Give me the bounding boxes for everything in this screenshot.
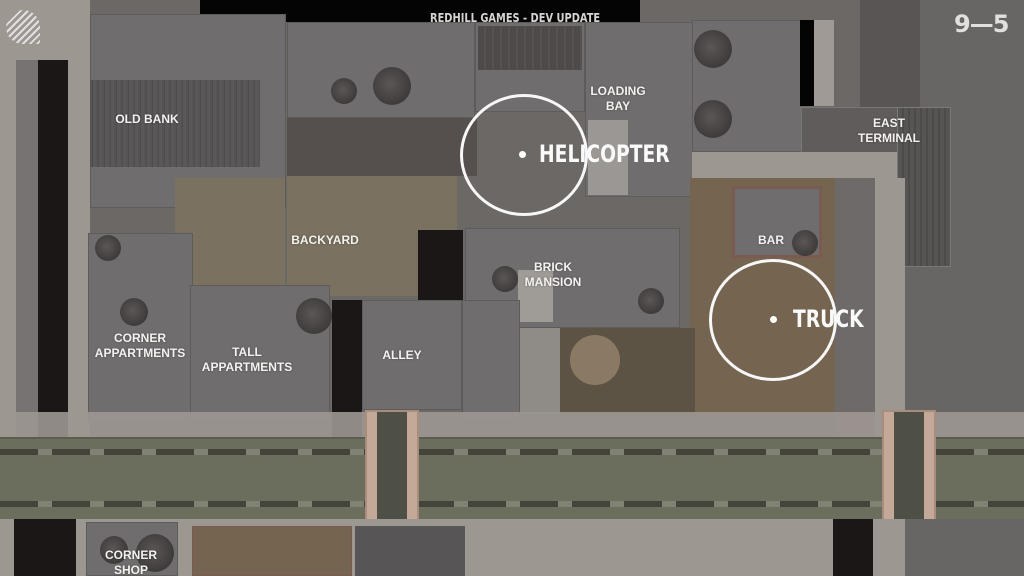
- east-terminal-shed: [897, 107, 951, 267]
- building-top-stripes: [478, 26, 582, 70]
- area-label-loading-bay: LOADING BAY: [590, 84, 645, 114]
- corner-appartments-line2: APPARTMENTS: [94, 346, 186, 360]
- corner-appartments-building: [88, 233, 193, 423]
- south-road-east: [833, 519, 873, 576]
- area-label-backyard: BACKYARD: [291, 233, 359, 247]
- pad-light: [814, 20, 834, 106]
- shop-tank-2: [136, 534, 174, 572]
- road-west-lane: [16, 60, 38, 437]
- void-top: [200, 0, 640, 22]
- silo-tank: [694, 30, 732, 68]
- rooftop-tank: [331, 78, 357, 104]
- mansion-tank: [492, 266, 518, 292]
- south-road-west: [14, 519, 76, 576]
- alley-building: [362, 300, 462, 410]
- road-west: [38, 60, 68, 437]
- helicopter-marker-ring[interactable]: [460, 94, 588, 216]
- old-bank-roof-panels: [90, 80, 260, 167]
- area-label-corner-appartments: CORNER APPARTMENTS: [95, 331, 185, 361]
- building-top-roof-dark: [287, 118, 477, 176]
- corner-tank-2: [120, 298, 148, 326]
- truck-marker-ring[interactable]: [709, 259, 837, 381]
- truck-marker-dot[interactable]: [770, 316, 777, 323]
- corner-shop-line2: SHOP: [113, 563, 149, 576]
- area-label-bar: BAR: [758, 233, 784, 247]
- bridge-tower-west: [365, 410, 419, 540]
- loading-bay-line1: LOADING: [590, 84, 646, 98]
- mansion-tank-2: [638, 288, 664, 314]
- rooftop-tank: [373, 67, 411, 105]
- marker-label-helicopter: HELICOPTER: [539, 140, 670, 168]
- area-label-tall-appartments: TALL APPARTMENTS: [202, 345, 292, 375]
- corner-appartments-line1: CORNER: [113, 331, 167, 345]
- shop-tank: [100, 536, 128, 564]
- alley-building-east: [462, 300, 520, 420]
- area-label-old-bank: OLD BANK: [115, 112, 179, 126]
- page-title: REDHILL GAMES - DEV UPDATE: [430, 11, 601, 25]
- south-road-north-side: [0, 412, 1024, 437]
- corner-shop-line1: CORNER: [104, 548, 158, 562]
- marker-label-truck: TRUCK: [793, 305, 864, 333]
- loading-bay-line2: BAY: [605, 99, 631, 113]
- bridge-deck: [0, 437, 1024, 521]
- south-lot: [355, 526, 465, 576]
- brick-mansion-line1: BRICK: [533, 260, 572, 274]
- tall-appartments-line2: APPARTMENTS: [201, 360, 293, 374]
- dock-east: [860, 0, 920, 110]
- bar-tank: [792, 230, 818, 256]
- east-terminal-line2: TERMINAL: [858, 131, 920, 145]
- mansion-courtyard: [518, 270, 553, 322]
- area-label-east-terminal: EAST TERMINAL: [858, 116, 920, 146]
- area-label-corner-shop: CORNER SHOP: [105, 548, 157, 576]
- bridge-rail-top: [0, 449, 1024, 455]
- helicopter-marker-dot[interactable]: [519, 151, 526, 158]
- bridge-rail-bottom: [0, 501, 1024, 507]
- parking-strip: [835, 178, 875, 437]
- logo-95: 9—5: [954, 10, 1009, 38]
- backyard-ground: [175, 178, 285, 288]
- terminal-road: [692, 152, 897, 178]
- mansion-tree: [570, 335, 620, 385]
- gap: [800, 20, 814, 106]
- south-yard: [192, 526, 352, 576]
- silo-tank: [694, 100, 732, 138]
- terminal-road-vertical: [875, 178, 905, 437]
- bridge-tower-east: [882, 410, 936, 540]
- striped-emblem-icon: [6, 10, 40, 44]
- tall-tank: [296, 298, 332, 334]
- area-label-brick-mansion: BRICK MANSION: [525, 260, 582, 290]
- yard-shadow: [418, 230, 463, 300]
- brick-mansion-line2: MANSION: [524, 275, 582, 289]
- loading-bay-light-pad: [588, 120, 628, 195]
- corner-tank: [95, 235, 121, 261]
- tall-appartments-line1: TALL: [232, 345, 262, 359]
- south-water: [905, 519, 1024, 576]
- east-terminal-line1: EAST: [872, 116, 905, 130]
- area-label-alley: ALLEY: [382, 348, 422, 362]
- mansion-courtyard-light: [518, 328, 560, 413]
